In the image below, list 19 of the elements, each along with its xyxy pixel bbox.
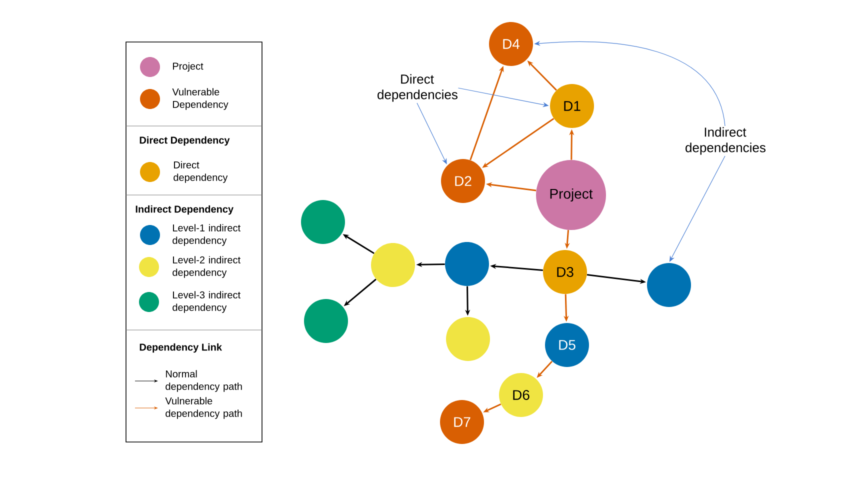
dependency-circle (301, 200, 345, 244)
legend-text: Vulnerable dependency path (165, 397, 242, 419)
dependency-circle (446, 317, 490, 361)
legend-text: Level-2 indirect dependency (172, 256, 240, 278)
dependency-circle (647, 263, 691, 307)
legend-text: Direct dependency (174, 161, 228, 183)
section-heading: Direct Dependency (140, 136, 230, 146)
dependency-circle (371, 243, 415, 287)
legend-text: Normal dependency path (166, 370, 242, 392)
legend-text: Level-1 indirect dependency (172, 224, 240, 246)
legend-text: Vulnerable Dependency (172, 88, 228, 110)
dependency-circle (304, 299, 348, 343)
callout-text: Direct dependencies (378, 74, 458, 102)
dependency-circle (445, 242, 489, 286)
section-heading: Indirect Dependency (136, 205, 234, 215)
callout-text: Indirect dependencies (686, 127, 766, 155)
legend-text: Level-3 indirect dependency (172, 291, 240, 313)
section-heading: Dependency Link (140, 343, 222, 353)
legend-text: Project (173, 62, 204, 72)
